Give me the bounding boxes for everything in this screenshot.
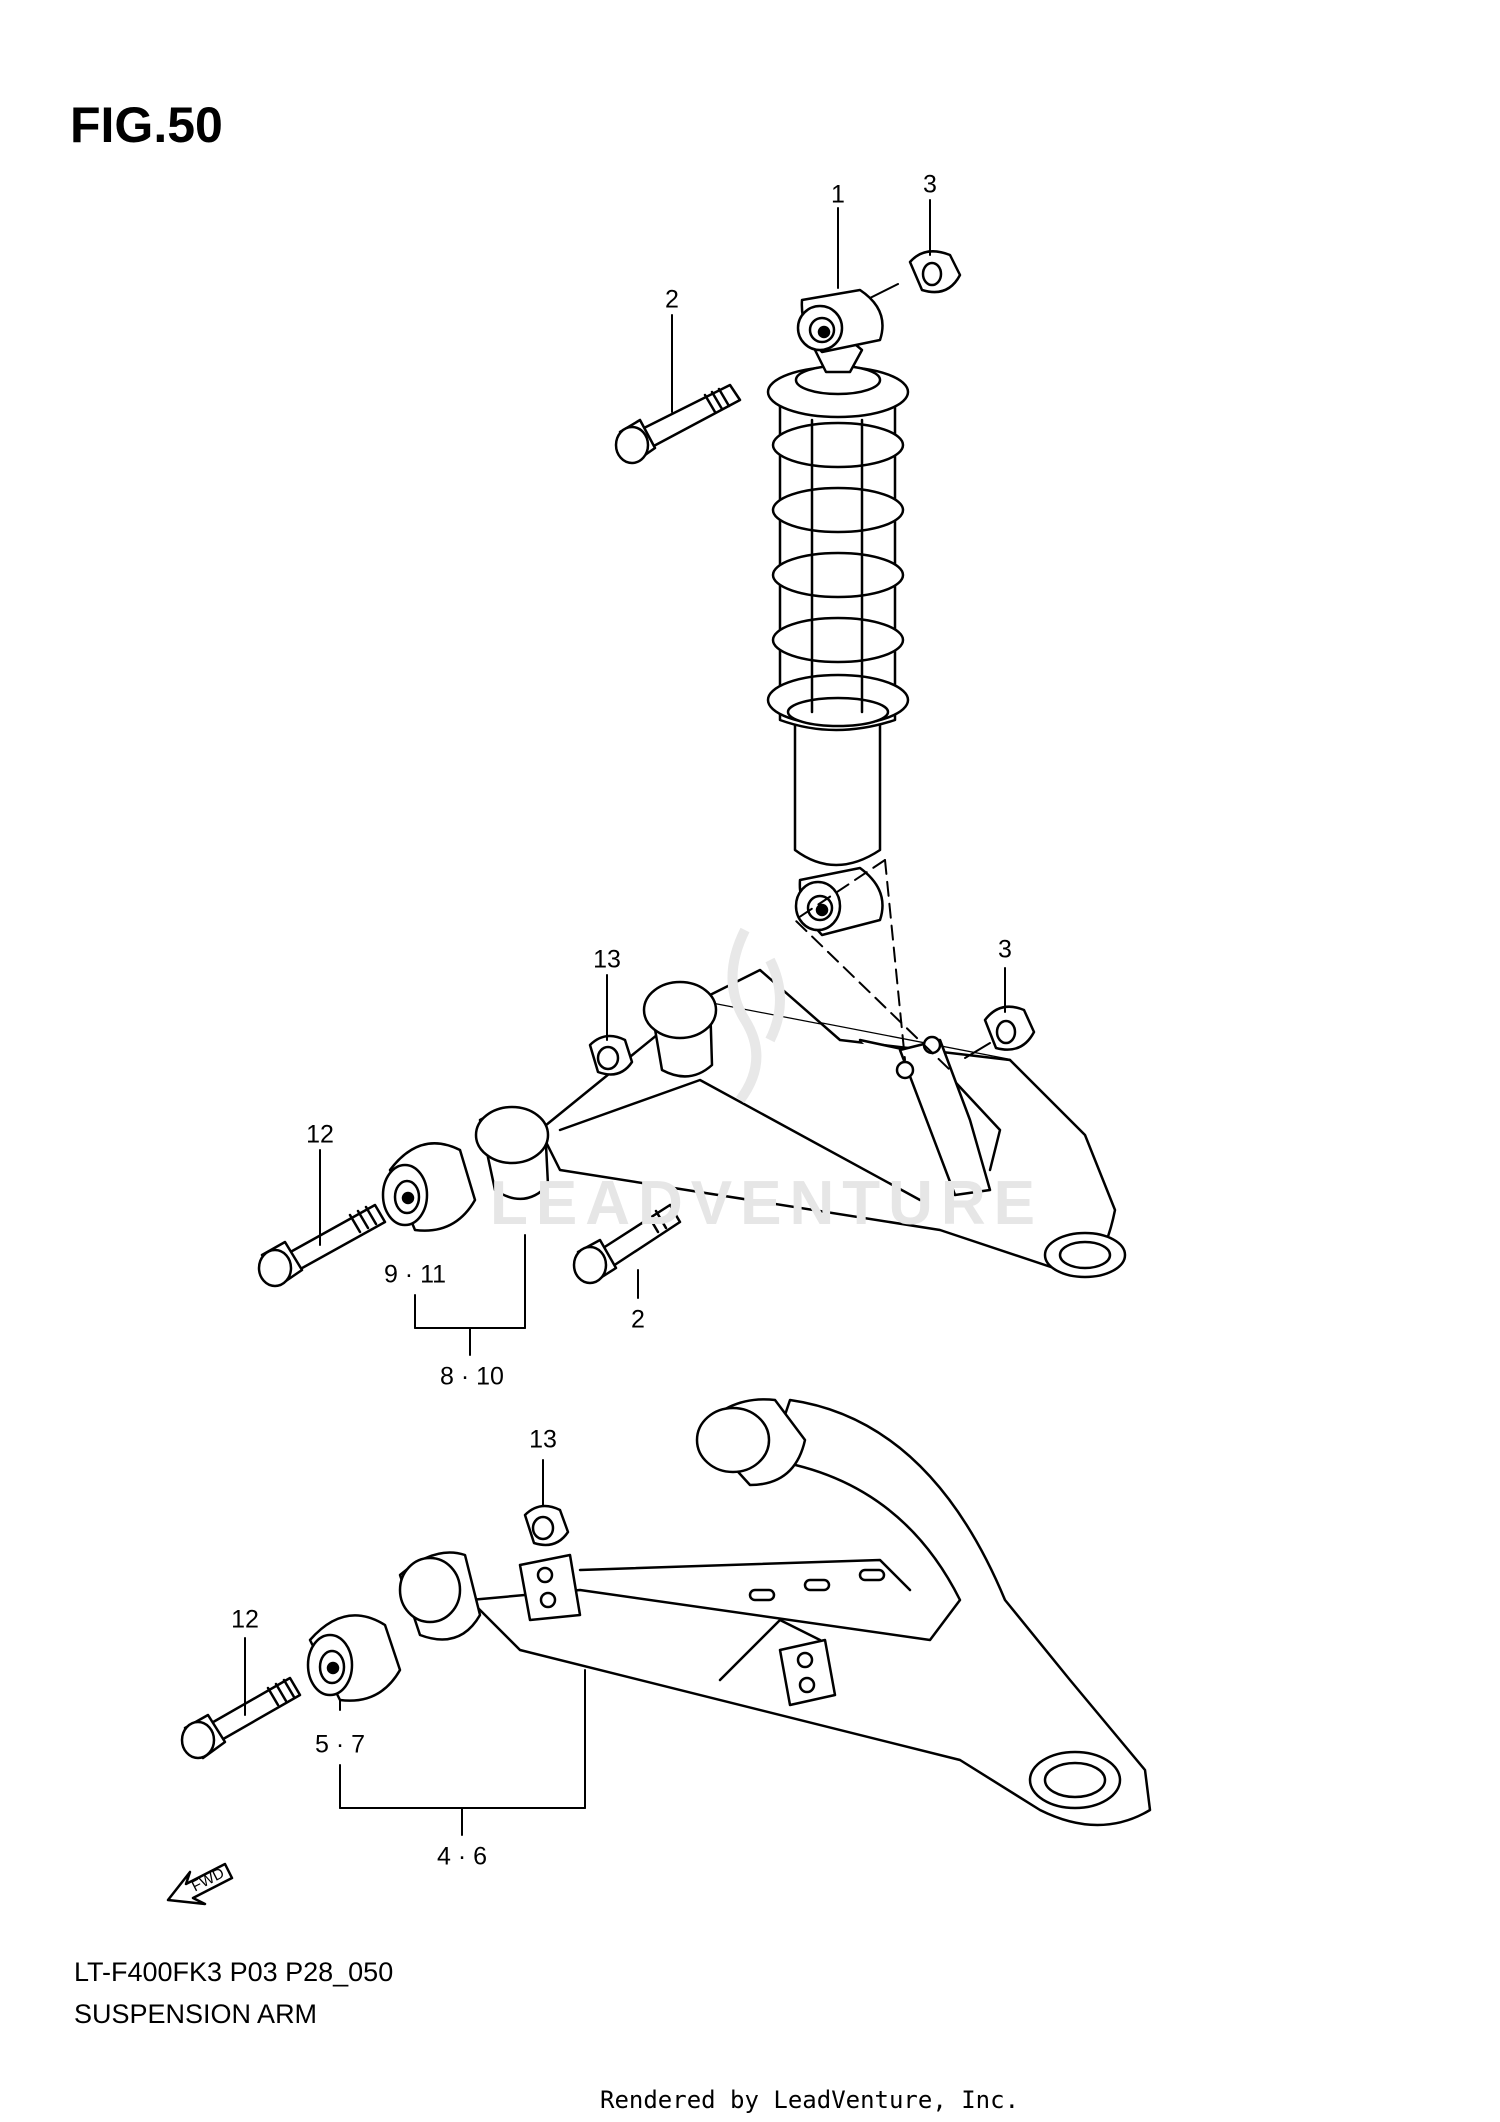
upper-bushing	[381, 1142, 477, 1232]
nut-arm-upper	[588, 1034, 634, 1076]
watermark-logo-icon	[727, 927, 785, 1103]
callout-bushing-upper: 9 · 11	[383, 1260, 447, 1289]
callout-bolt-arm-lower: 12	[231, 1605, 259, 1634]
callout-bolt-upper: 2	[665, 285, 679, 314]
watermark-text: LEADVENTURE	[490, 1169, 1044, 1238]
bolt-arm-lower	[180, 1676, 302, 1760]
bolt-middle	[572, 1203, 682, 1285]
fwd-arrow-icon	[166, 1862, 234, 1906]
figure-name: SUSPENSION ARM	[74, 1999, 318, 2029]
callout-nut-arm-lower: 13	[529, 1425, 557, 1454]
callout-bolt-arm-upper: 12	[306, 1120, 334, 1149]
bolt-upper	[614, 383, 742, 465]
callout-bushing-lower: 5 · 7	[314, 1730, 366, 1759]
lower-arm	[398, 1398, 1152, 1827]
callout-bolt-middle: 2	[631, 1305, 645, 1334]
bolt-arm-upper	[257, 1203, 387, 1288]
nut-middle	[983, 1005, 1036, 1051]
shock-absorber	[766, 288, 910, 937]
leader-lines	[244, 199, 1006, 1836]
upper-arm	[474, 968, 1127, 1279]
render-credit: Rendered by LeadVenture, Inc.	[600, 2086, 1020, 2114]
figure-title: FIG.50	[70, 97, 223, 153]
callout-nut-arm-upper: 13	[593, 945, 621, 974]
nut-upper	[908, 250, 962, 294]
lower-bushing	[306, 1614, 402, 1702]
nut-arm-lower	[523, 1504, 570, 1547]
callout-shock-absorber: 1	[831, 180, 845, 209]
callout-nut-middle: 3	[998, 935, 1012, 964]
figure-code: LT-F400FK3 P03 P28_050	[74, 1957, 394, 1987]
callout-nut-upper: 3	[923, 170, 937, 199]
callout-arm-upper: 8 · 10	[440, 1362, 504, 1391]
callout-arm-lower: 4 · 6	[436, 1842, 488, 1871]
